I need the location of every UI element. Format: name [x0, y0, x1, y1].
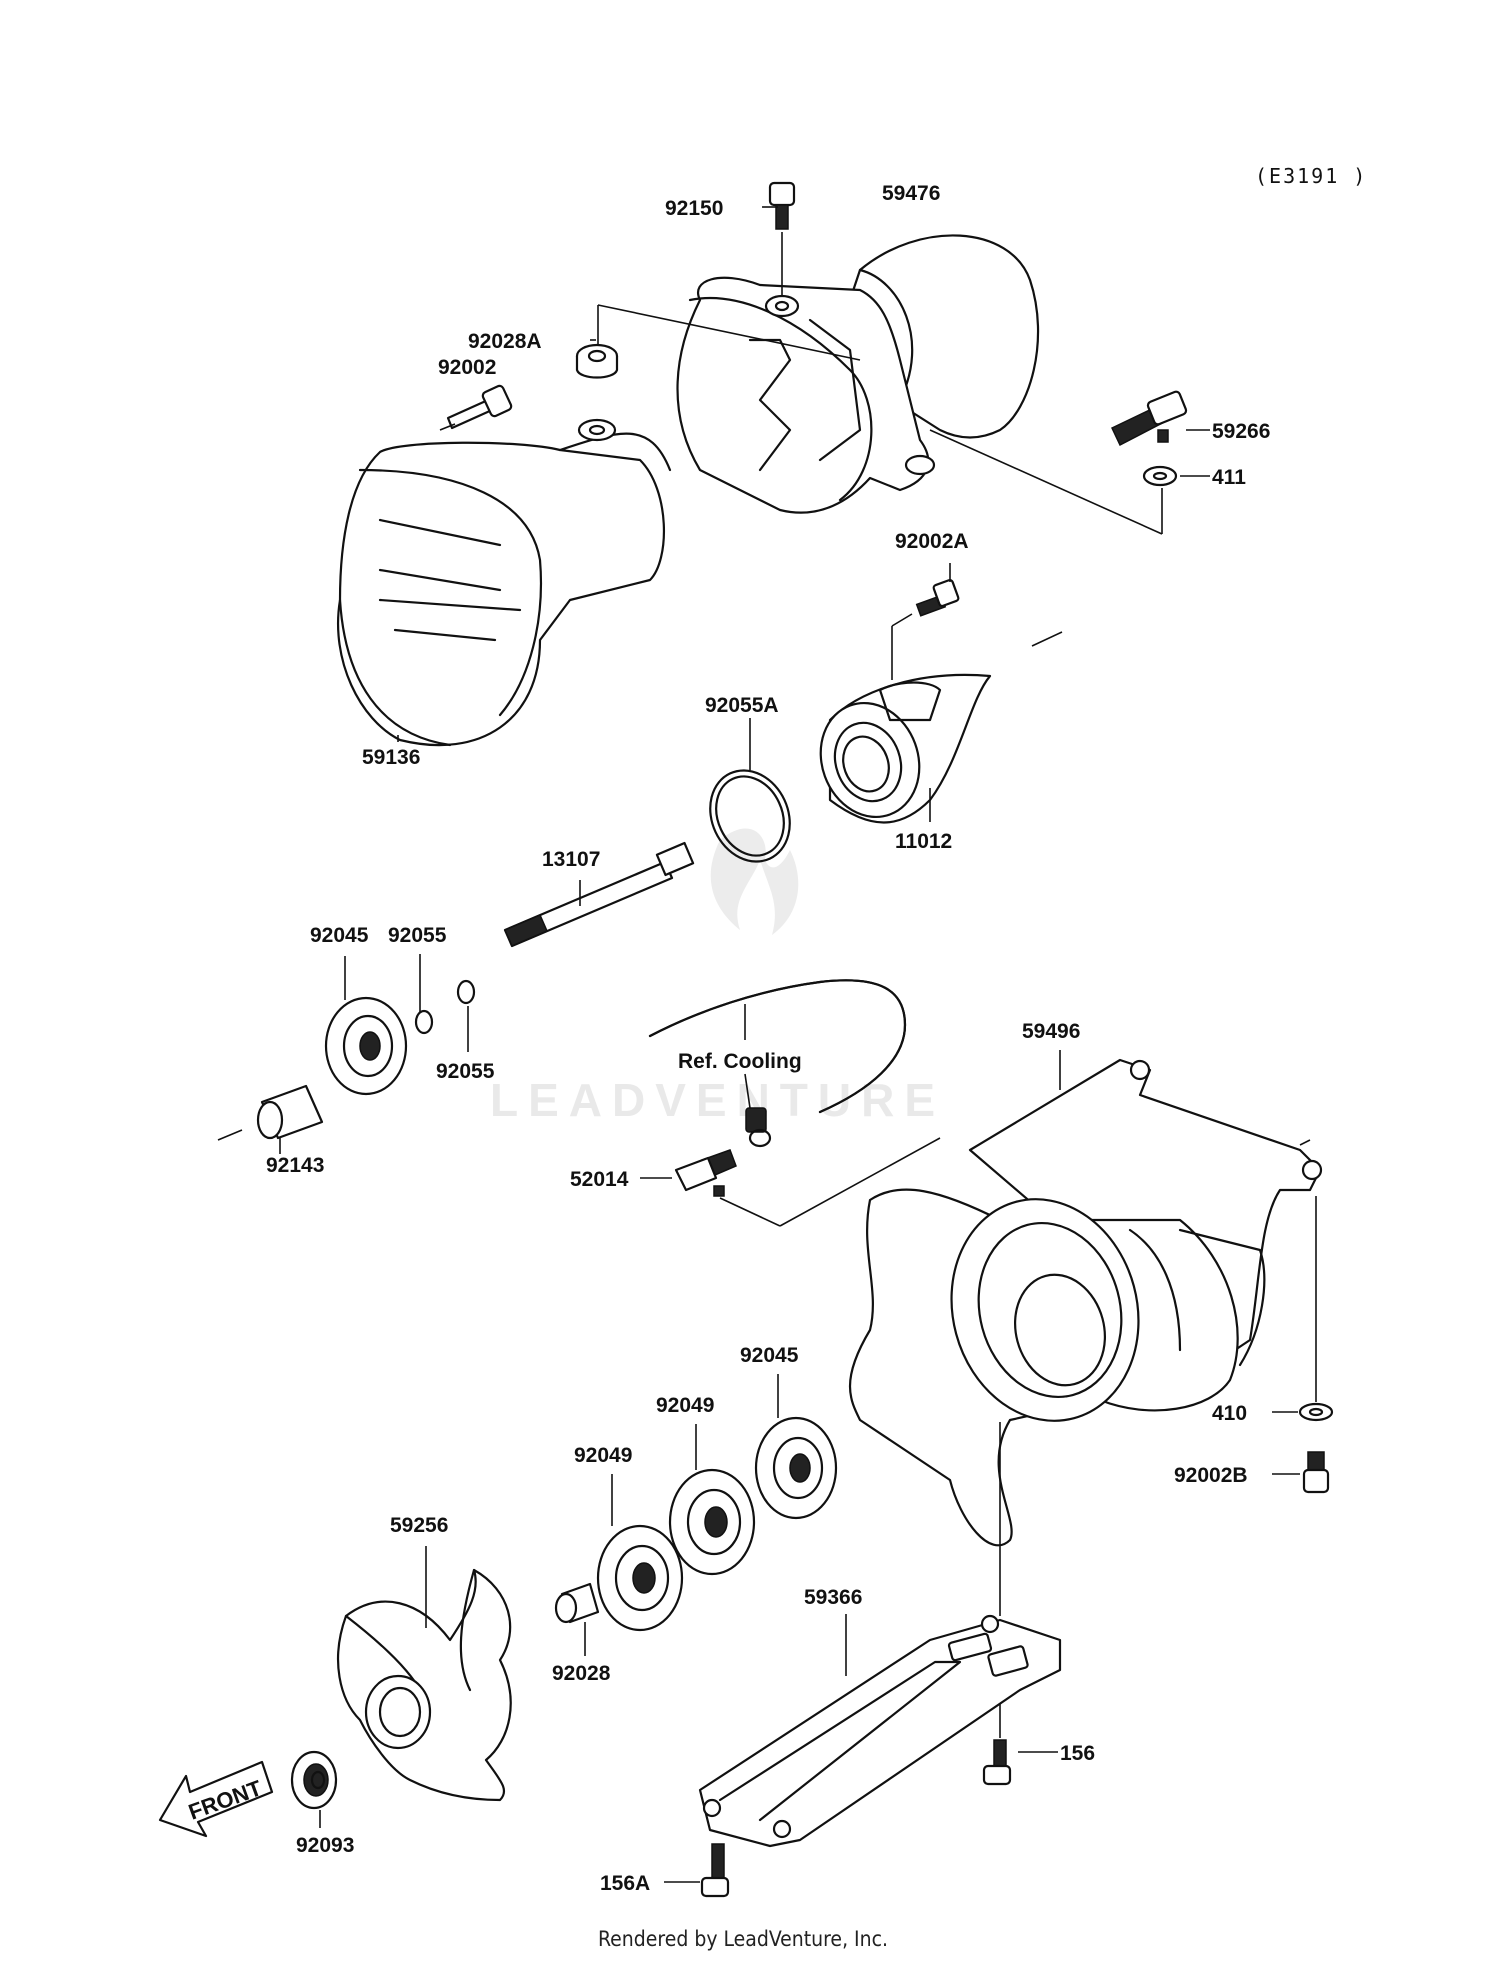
bolt-156A [700, 1843, 730, 1898]
cooling-hose [648, 979, 907, 1114]
nozzle-11012 [819, 673, 992, 824]
bearing-92049-b [596, 1524, 684, 1632]
label-92002: 92002 [438, 356, 496, 379]
label-92002B: 92002B [1174, 1464, 1248, 1487]
bearing-92045-lower [754, 1416, 838, 1520]
label-92028A: 92028A [468, 330, 542, 353]
label-92045-lower: 92045 [740, 1344, 799, 1367]
fitting-59266 [1111, 390, 1188, 447]
label-156: 156 [1060, 1742, 1095, 1765]
cooling-note: Ref. Cooling [678, 1050, 802, 1073]
drive-shaft-13107 [503, 841, 695, 948]
rideplate-59366 [698, 1614, 1062, 1848]
fitting-52014 [674, 1149, 737, 1197]
bearing-92045-upper [324, 996, 408, 1096]
label-92045-upper: 92045 [310, 924, 369, 947]
label-52014: 52014 [570, 1168, 629, 1191]
hose-clip [745, 1107, 772, 1148]
label-156A: 156A [600, 1872, 650, 1895]
washer-411 [1142, 465, 1178, 487]
label-92055-b: 92055 [436, 1060, 495, 1083]
label-13107: 13107 [542, 848, 600, 871]
bolt-156 [982, 1739, 1012, 1786]
label-92049-a: 92049 [656, 1394, 714, 1417]
circlip-92055-b [456, 979, 476, 1005]
label-92093: 92093 [296, 1834, 354, 1857]
impeller-59256 [336, 1568, 512, 1802]
diagram-ref-code: (E3191 ) [1255, 164, 1367, 188]
collar-92028 [554, 1582, 600, 1624]
bolt-92002 [446, 384, 513, 430]
label-92150: 92150 [665, 197, 723, 220]
bolt-92150 [768, 181, 796, 230]
label-92143: 92143 [266, 1154, 324, 1177]
watermark-text: LEADVENTURE [490, 1074, 945, 1126]
collar-92028A [575, 343, 619, 379]
label-59136: 59136 [362, 746, 420, 769]
footer-credit: Rendered by LeadVenture, Inc. [598, 1927, 888, 1951]
label-92028: 92028 [552, 1662, 611, 1685]
pump-body-59496 [849, 1058, 1323, 1547]
pump-case-59476 [676, 234, 1040, 514]
intake-housing-59136 [336, 418, 672, 747]
o-ring-92055A [709, 769, 791, 863]
label-92055A: 92055A [705, 694, 779, 717]
label-59476: 59476 [882, 182, 940, 205]
label-92055-a: 92055 [388, 924, 447, 947]
part-labels: 92150 59476 92028A 92002 59266 411 92002… [266, 182, 1270, 1895]
label-59266: 59266 [1212, 420, 1270, 443]
label-92002A: 92002A [895, 530, 969, 553]
label-411: 411 [1212, 466, 1246, 489]
label-11012: 11012 [895, 830, 952, 853]
label-59256: 59256 [390, 1514, 448, 1537]
circlip-92055-a [414, 1009, 434, 1035]
bolt-92002A [915, 578, 960, 617]
label-410: 410 [1212, 1402, 1247, 1425]
sleeve-92143 [256, 1084, 324, 1140]
bearing-92049-a [668, 1468, 756, 1576]
label-59496: 59496 [1022, 1020, 1080, 1043]
label-59366: 59366 [804, 1586, 862, 1609]
label-92049-b: 92049 [574, 1444, 632, 1467]
seal-92093 [290, 1750, 338, 1810]
front-arrow-icon: FRONT [158, 1760, 274, 1838]
washer-410 [1298, 1402, 1334, 1422]
watermark: LEADVENTURE [490, 828, 945, 1126]
bolt-92002B [1302, 1451, 1330, 1494]
